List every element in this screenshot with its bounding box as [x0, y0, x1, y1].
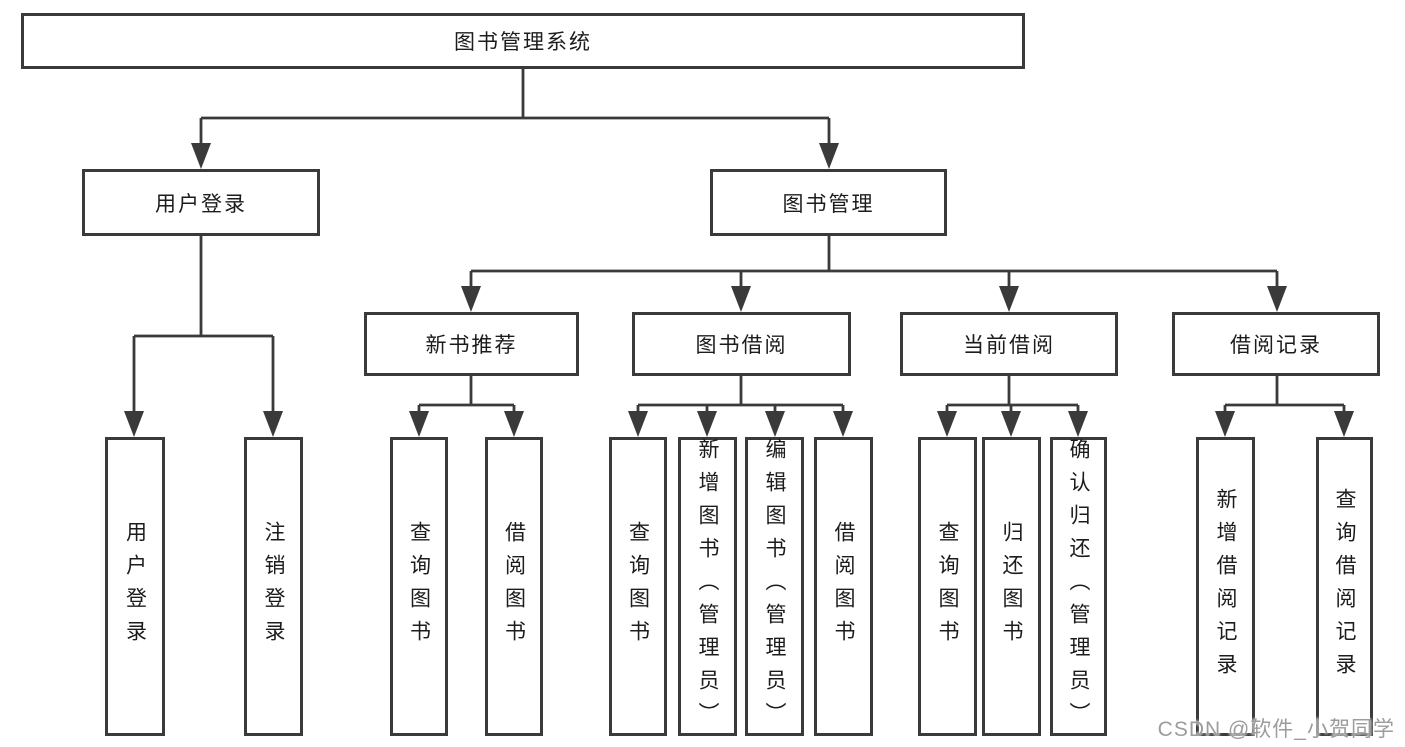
leaf-query-books-recommend: 查询图书	[390, 437, 448, 736]
leaf-label: 查询图书	[407, 520, 431, 653]
leaf-label: 查询借阅记录	[1333, 487, 1356, 686]
node-book-management: 图书管理	[710, 169, 947, 236]
node-user-login: 用户登录	[82, 169, 320, 236]
leaf-label: 查询图书	[626, 520, 650, 653]
leaf-label: 借阅图书	[832, 520, 855, 653]
leaf-query-books-borrowing: 查询图书	[609, 437, 667, 736]
node-root: 图书管理系统	[21, 13, 1025, 69]
leaf-query-books-current: 查询图书	[918, 437, 977, 736]
node-book-borrowing: 图书借阅	[632, 312, 851, 376]
node-current-borrowing: 当前借阅	[900, 312, 1118, 376]
node-borrowing-records: 借阅记录	[1172, 312, 1380, 376]
leaf-confirm-return-admin: 确认归还（管理员）	[1050, 437, 1107, 736]
leaf-label: 注销登录	[262, 520, 285, 653]
leaf-label: 借阅图书	[502, 520, 526, 653]
arrowheads	[124, 143, 1354, 437]
leaf-label: 确认归还（管理员）	[1067, 438, 1090, 735]
leaf-label: 新增借阅记录	[1214, 487, 1237, 686]
leaf-return-books: 归还图书	[982, 437, 1041, 736]
leaf-label: 归还图书	[1000, 520, 1023, 653]
node-new-book-recommend: 新书推荐	[364, 312, 579, 376]
leaf-query-borrow-record: 查询借阅记录	[1316, 437, 1373, 736]
leaf-add-borrow-record: 新增借阅记录	[1196, 437, 1255, 736]
leaf-user-login: 用户登录	[105, 437, 165, 736]
leaf-borrow-books-borrowing: 借阅图书	[814, 437, 873, 736]
leaf-label: 查询图书	[936, 520, 959, 653]
leaf-label: 新增图书（管理员）	[696, 438, 719, 735]
leaf-label: 用户登录	[123, 520, 147, 653]
leaf-edit-book-admin: 编辑图书（管理员）	[745, 437, 804, 736]
leaf-add-book-admin: 新增图书（管理员）	[678, 437, 737, 736]
leaf-borrow-books-recommend: 借阅图书	[485, 437, 543, 736]
leaf-logout: 注销登录	[244, 437, 303, 736]
leaf-label: 编辑图书（管理员）	[763, 438, 786, 735]
watermark: CSDN @软件_小贺同学	[1157, 718, 1395, 741]
